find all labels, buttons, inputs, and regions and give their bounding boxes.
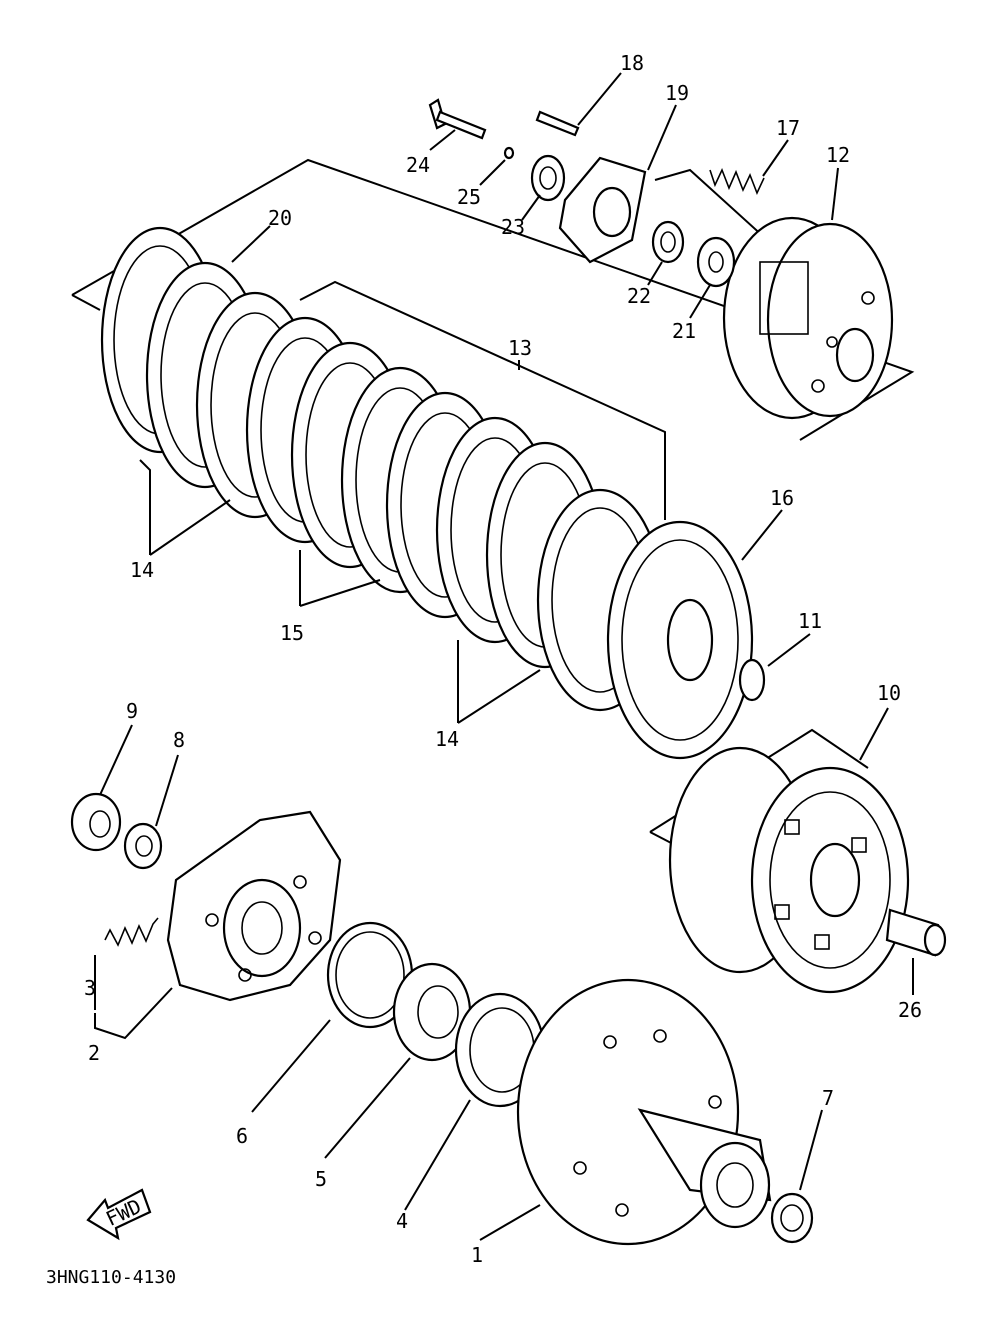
clutch-carrier-2 <box>166 810 342 1002</box>
spring-3 <box>104 917 159 947</box>
callout-14-lower: 14 <box>435 727 459 751</box>
callout-13: 13 <box>508 336 532 360</box>
callout-17: 17 <box>776 116 800 140</box>
callout-1: 1 <box>471 1243 483 1267</box>
callout-18: 18 <box>620 51 644 75</box>
callout-12: 12 <box>826 143 850 167</box>
callout-20: 20 <box>268 206 292 230</box>
callout-15: 15 <box>280 621 304 645</box>
callout-24: 24 <box>406 153 430 177</box>
callout-8: 8 <box>173 728 185 752</box>
callout-16: 16 <box>770 486 794 510</box>
lock-washer-8 <box>123 822 163 870</box>
callout-4: 4 <box>396 1209 408 1233</box>
callout-7: 7 <box>822 1086 834 1110</box>
collar-26 <box>885 908 947 957</box>
callout-26: 26 <box>898 998 922 1022</box>
callout-3: 3 <box>84 976 96 1000</box>
callout-19: 19 <box>665 81 689 105</box>
callout-14-upper: 14 <box>130 558 154 582</box>
primary-driven-gear-10 <box>649 728 910 994</box>
callout-11: 11 <box>798 609 822 633</box>
callout-10: 10 <box>877 681 901 705</box>
callout-25: 25 <box>457 185 481 209</box>
callout-21: 21 <box>672 319 696 343</box>
upper-hardware <box>428 98 765 288</box>
pressure-plate-16 <box>606 520 754 760</box>
circlip-11 <box>738 658 766 702</box>
callout-22: 22 <box>627 284 651 308</box>
callout-2: 2 <box>88 1041 100 1065</box>
fwd-arrow-icon: FWD <box>86 1188 152 1241</box>
callout-9: 9 <box>126 699 138 723</box>
leader-lines <box>94 72 914 1241</box>
callout-6: 6 <box>236 1124 248 1148</box>
callout-23: 23 <box>501 215 525 239</box>
diagram-code: 3HNG110-4130 <box>46 1267 176 1288</box>
callout-5: 5 <box>315 1167 327 1191</box>
clutch-boss-12 <box>722 216 894 420</box>
washer-7 <box>770 1192 814 1244</box>
callout-labels: 1 2 3 4 5 6 7 8 9 10 11 12 13 14 15 14 1… <box>84 51 922 1267</box>
nut-9 <box>70 792 122 852</box>
clutch-housing-1 <box>516 978 772 1246</box>
clutch-plate-stack <box>100 226 664 712</box>
